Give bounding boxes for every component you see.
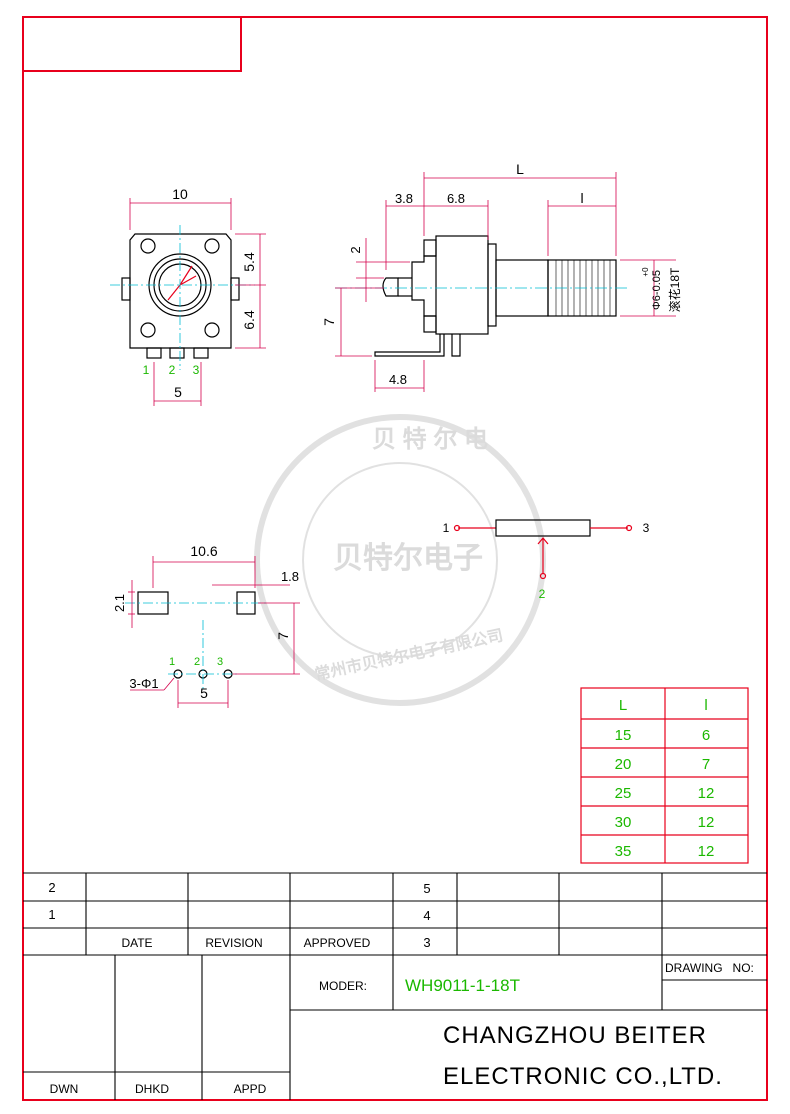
length-table-cell: 12 xyxy=(698,843,715,860)
pcb-footprint: 10.6 1.8 2.1 7 3-Φ1 5 1 2 3 xyxy=(112,543,300,708)
side-view-body xyxy=(374,235,617,357)
top-pitch-dimension: 5 xyxy=(174,384,182,400)
schematic-pin-3: 3 xyxy=(643,521,650,535)
side-shaft-diameter-tolerance: +0 xyxy=(641,267,650,277)
footprint-span-dimension: 10.6 xyxy=(190,543,217,559)
top-view-centerlines xyxy=(110,225,255,370)
schematic-symbol: 1 3 2 xyxy=(443,519,650,601)
length-table-cell: 7 xyxy=(702,756,710,773)
side-leg-dimension: 4.8 xyxy=(389,372,407,387)
length-table-header-L: L xyxy=(619,697,627,714)
top-upper-dimension: 5.4 xyxy=(241,252,257,272)
top-view: 10 5.4 6.4 5 1 2 3 xyxy=(110,186,266,406)
side-view: L 3.8 6.8 l 2 7 4.8 Φ6-0.05 +0 滚花18T xyxy=(321,161,682,392)
side-length-dimension: L xyxy=(516,161,524,177)
length-table: L l 15 6 20 7 25 12 30 12 35 12 xyxy=(580,687,749,864)
footprint-pad-dimension: 1.8 xyxy=(281,569,299,584)
top-pin-3: 3 xyxy=(193,363,200,377)
company-watermark-seal: 贝 特 尔 电 贝特尔电子 常州市贝特尔电子有限公司 xyxy=(254,414,546,706)
footprint-pin-3: 3 xyxy=(217,656,223,668)
title-block: 2 1 5 4 3 DATE REVISION APPROVED MODER: … xyxy=(23,872,767,1100)
sign-dwn: DWN xyxy=(50,1082,79,1096)
footprint-centerlines xyxy=(125,602,268,690)
side-front-dimension: 3.8 xyxy=(395,191,413,206)
length-table-header-l: l xyxy=(704,697,707,714)
footprint-row-offset-dimension: 7 xyxy=(275,632,291,640)
revision-row-4: 4 xyxy=(423,908,430,923)
top-width-dimension: 10 xyxy=(172,186,188,202)
side-height-dimension: 7 xyxy=(321,318,337,326)
company-name-line-1: CHANGZHOU BEITER xyxy=(443,1022,707,1049)
top-view-pointer xyxy=(167,265,197,301)
side-knurl-spec: 滚花18T xyxy=(667,267,682,312)
revision-row-3: 3 xyxy=(423,935,430,950)
length-table-cell: 12 xyxy=(698,814,715,831)
sign-appd: APPD xyxy=(234,1082,267,1096)
model-label: MODER: xyxy=(319,979,367,993)
footprint-dimensions xyxy=(128,556,300,708)
footprint-pin-2: 2 xyxy=(194,656,200,668)
watermark-bottom-text: 常州市贝特尔电子有限公司 xyxy=(313,625,505,684)
drawing-no-label: DRAWING NO: xyxy=(665,961,754,975)
top-view-body xyxy=(121,233,240,359)
watermark-top-text: 贝 特 尔 电 xyxy=(372,425,488,453)
revision-row-2: 2 xyxy=(48,880,55,895)
column-date: DATE xyxy=(121,936,152,950)
side-shaft-dimension: l xyxy=(580,190,583,206)
side-view-dimensions xyxy=(335,172,676,392)
length-table-cell: 30 xyxy=(615,814,632,831)
footprint-pin-1: 1 xyxy=(169,656,175,668)
company-name-line-2: ELECTRONIC CO.,LTD. xyxy=(443,1063,723,1090)
side-bushing-dimension: 6.8 xyxy=(447,191,465,206)
schematic-pin-1: 1 xyxy=(443,521,450,535)
footprint-pitch-dimension: 5 xyxy=(200,685,208,701)
length-table-cell: 25 xyxy=(615,785,632,802)
revision-row-5: 5 xyxy=(423,881,430,896)
length-table-cell: 12 xyxy=(698,785,715,802)
length-table-cell: 15 xyxy=(615,727,632,744)
top-pin-2: 2 xyxy=(169,363,176,377)
length-table-cell: 6 xyxy=(702,727,710,744)
revision-row-1: 1 xyxy=(48,907,55,922)
footprint-hole-dimension: 3-Φ1 xyxy=(129,676,158,691)
length-table-cell: 20 xyxy=(615,756,632,773)
length-table-cell: 35 xyxy=(615,843,632,860)
top-lower-dimension: 6.4 xyxy=(241,310,257,330)
column-approved: APPROVED xyxy=(304,936,371,950)
side-shaft-diameter: Φ6-0.05 xyxy=(651,270,663,310)
drawing-frame xyxy=(22,16,768,1101)
top-pin-1: 1 xyxy=(143,363,150,377)
side-pin-offset-dimension: 2 xyxy=(348,246,363,253)
schematic-pin-2: 2 xyxy=(539,587,546,601)
top-view-dimensions xyxy=(129,198,266,406)
model-value: WH9011-1-18T xyxy=(405,976,520,995)
watermark-center-text: 贝特尔电子 xyxy=(333,542,483,575)
footprint-pad-height-dimension: 2.1 xyxy=(112,594,127,612)
sign-dhkd: DHKD xyxy=(135,1082,169,1096)
column-revision: REVISION xyxy=(205,936,262,950)
